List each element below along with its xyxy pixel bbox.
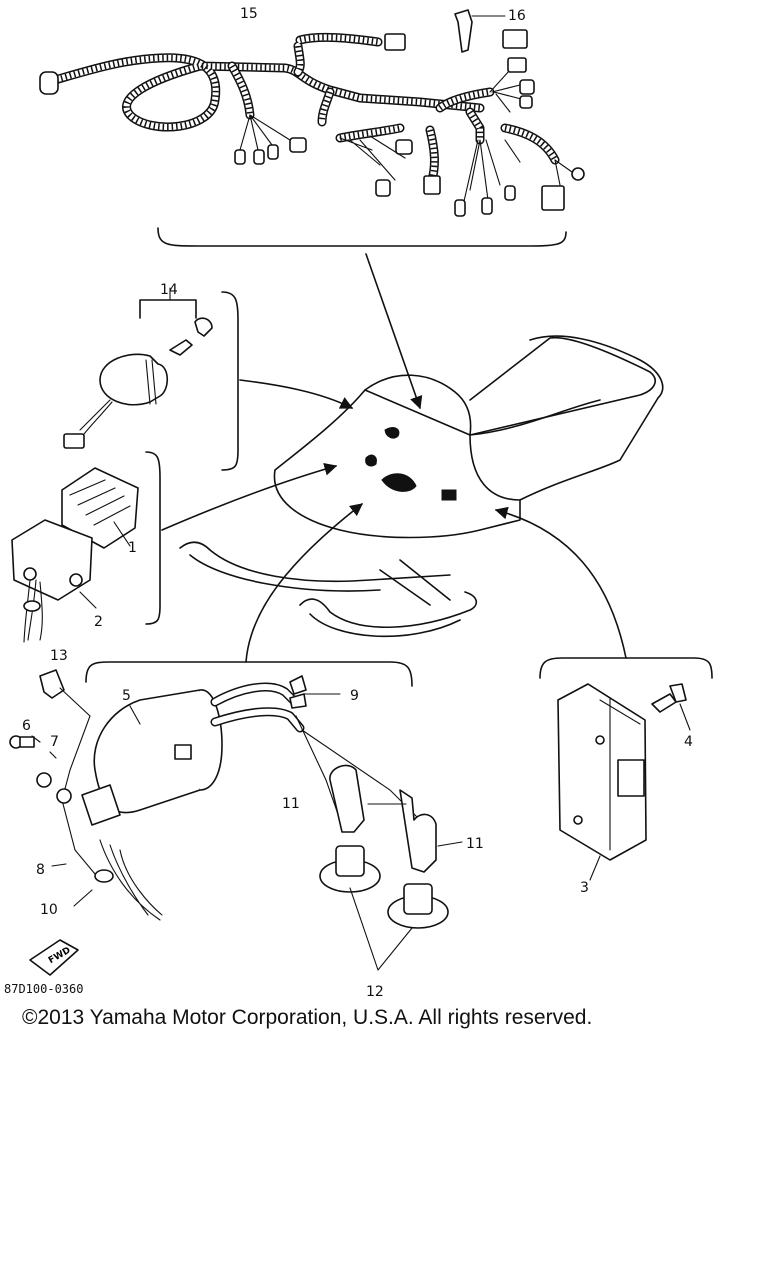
part-labels: 15 16 14 1 2 13 5 9 4 6 7 11 11 8 3 10 1… bbox=[22, 6, 693, 1000]
label-15: 15 bbox=[240, 6, 258, 22]
label-11-left: 11 bbox=[282, 796, 300, 812]
harness-bracket bbox=[157, 227, 567, 247]
wire-harness bbox=[39, 29, 585, 217]
label-10: 10 bbox=[40, 902, 58, 918]
label-1: 1 bbox=[128, 540, 137, 556]
cdi-bracket bbox=[145, 451, 161, 625]
label-13: 13 bbox=[50, 648, 68, 664]
label-2: 2 bbox=[94, 614, 103, 630]
ignition-coil-group bbox=[9, 669, 463, 976]
coil-bracket bbox=[85, 661, 413, 687]
voltage-regulator-group bbox=[557, 683, 691, 881]
key bbox=[454, 9, 506, 53]
label-12: 12 bbox=[366, 984, 384, 1000]
label-5: 5 bbox=[122, 688, 131, 704]
label-16: 16 bbox=[508, 8, 526, 24]
drawing-code: 87D100-0360 bbox=[4, 982, 84, 996]
label-7: 7 bbox=[50, 734, 59, 750]
label-6: 6 bbox=[22, 718, 31, 734]
label-11-right: 11 bbox=[466, 836, 484, 852]
parts-diagram: 15 16 14 1 2 13 5 9 4 6 7 11 11 8 3 10 1… bbox=[9, 6, 713, 1000]
cdi-unit-group bbox=[11, 467, 139, 643]
label-14: 14 bbox=[160, 282, 178, 298]
label-4: 4 bbox=[684, 734, 693, 750]
snowmobile-body bbox=[179, 335, 664, 638]
copyright-notice: ©2013 Yamaha Motor Corporation, U.S.A. A… bbox=[22, 1006, 593, 1029]
switch-bracket bbox=[221, 291, 239, 471]
main-switch-group bbox=[63, 287, 213, 449]
regulator-bracket bbox=[539, 657, 713, 679]
label-9: 9 bbox=[350, 688, 359, 704]
label-8: 8 bbox=[36, 862, 45, 878]
label-3: 3 bbox=[580, 880, 589, 896]
